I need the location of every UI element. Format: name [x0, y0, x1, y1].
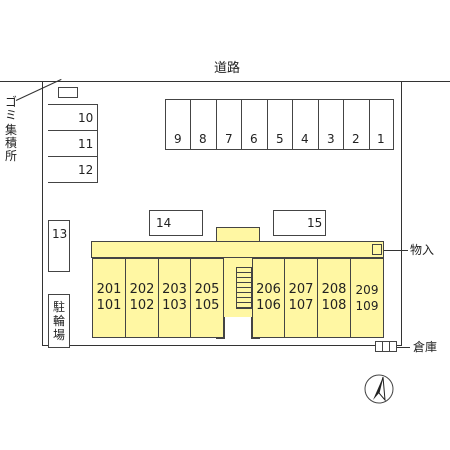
- garbage-box: [58, 87, 78, 98]
- corridor: [91, 241, 384, 258]
- parking-space-9: 9: [174, 132, 182, 146]
- bicycle-parking-box: 駐 輪 場: [48, 294, 70, 348]
- staircase: [236, 267, 252, 309]
- parking-space-4: 4: [301, 132, 309, 146]
- unit-lower: 105: [194, 298, 220, 313]
- garbage-char: ミ: [4, 108, 17, 122]
- unit-upper: 209: [355, 283, 379, 297]
- parking-left-group: 10 11 12: [48, 104, 98, 183]
- unit-206-106: 206 106: [252, 258, 285, 338]
- parking-space-2: 2: [352, 132, 360, 146]
- warehouse-label: 倉庫: [413, 340, 438, 354]
- garbage-label: ゴ ミ 集 積 所: [4, 96, 18, 163]
- bicycle-char: 場: [52, 328, 65, 342]
- parking-space-12: 12: [78, 163, 94, 177]
- unit-upper: 205: [194, 282, 220, 297]
- unit-lower: 102: [129, 298, 155, 313]
- parking-space-1: 1: [377, 132, 385, 146]
- parking-right-group: 9 8 7 6 5 4 3 2 1: [165, 99, 394, 150]
- parking-space-13: 13: [52, 227, 68, 241]
- road-label: 道路: [214, 61, 241, 76]
- parking-space-6: 6: [250, 132, 258, 146]
- warehouse-box: [375, 341, 397, 352]
- unit-lower: 107: [288, 298, 314, 313]
- garbage-char: ゴ: [4, 95, 17, 109]
- unit-upper: 202: [129, 282, 155, 297]
- parking-space-11: 11: [78, 137, 94, 151]
- unit-upper: 201: [96, 282, 122, 297]
- parking-space-14: 14: [156, 216, 172, 230]
- road-line: [0, 81, 450, 82]
- parking-space-15: 15: [307, 216, 323, 230]
- unit-upper: 207: [288, 282, 314, 297]
- storage-leader-line: [384, 250, 408, 251]
- unit-lower: 103: [162, 298, 187, 313]
- parking-space-10: 10: [78, 111, 94, 125]
- unit-202-102: 202 102: [125, 258, 159, 338]
- property-boundary: [42, 82, 402, 346]
- unit-205-105: 205 105: [190, 258, 224, 338]
- unit-207-107: 207 107: [284, 258, 318, 338]
- unit-lower: 106: [256, 298, 281, 313]
- bicycle-char: 輪: [52, 314, 65, 328]
- storage-label: 物入: [410, 243, 435, 257]
- parking-space-14-box: 14: [149, 210, 203, 236]
- unit-upper: 208: [321, 282, 347, 297]
- storage-box: [372, 244, 382, 255]
- unit-lower: 109: [355, 299, 379, 313]
- parking-space-15-box: 15: [273, 210, 326, 236]
- garbage-char: 所: [4, 149, 17, 163]
- unit-209-109: 209 109: [350, 258, 384, 338]
- parking-space-3: 3: [327, 132, 335, 146]
- garbage-char: 積: [4, 136, 17, 150]
- parking-space-5: 5: [276, 132, 284, 146]
- unit-lower: 101: [96, 298, 122, 313]
- parking-space-7: 7: [225, 132, 233, 146]
- parking-space-13-box: 13: [48, 220, 70, 272]
- unit-203-103: 203 103: [158, 258, 191, 338]
- unit-208-108: 208 108: [317, 258, 351, 338]
- north-arrow-icon: [364, 374, 394, 404]
- unit-201-101: 201 101: [92, 258, 126, 338]
- bicycle-char: 駐: [52, 300, 65, 314]
- unit-upper: 206: [256, 282, 281, 297]
- garbage-char: 集: [4, 123, 17, 137]
- unit-upper: 203: [162, 282, 187, 297]
- parking-space-8: 8: [199, 132, 207, 146]
- passage: [224, 317, 252, 339]
- warehouse-leader-line: [397, 347, 410, 348]
- unit-lower: 108: [321, 298, 347, 313]
